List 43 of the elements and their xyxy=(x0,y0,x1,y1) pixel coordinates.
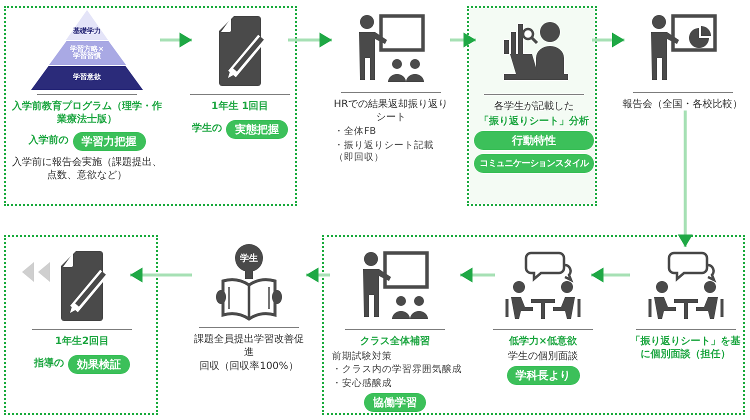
bullet-text: ・振り返りシート記載（即回収） xyxy=(333,140,435,164)
step-title: 1年生2回目 xyxy=(55,336,109,348)
arrow xyxy=(678,110,693,247)
bullet-text: ・クラス内の学習雰囲気醸成 xyxy=(331,364,462,376)
step-text: 学生の xyxy=(192,122,222,136)
step-title: 入学前教育プログラム（理学・作業療法士版） xyxy=(12,101,162,126)
arrow xyxy=(591,268,630,282)
dotted-group-frame xyxy=(4,235,158,415)
step-title: 低学力×低意欲 xyxy=(508,336,578,348)
step-title: 1年生 1回目 xyxy=(211,101,269,114)
step-text: 「振り返りシート」分析 xyxy=(479,116,589,128)
arrow xyxy=(450,32,476,48)
arrow xyxy=(460,268,495,282)
step-text: 入学前の xyxy=(28,135,68,148)
step-title: HRでの結果返却振り返りシート xyxy=(332,99,450,124)
bullet-text: ・安心感醸成 xyxy=(331,378,393,390)
arrow xyxy=(592,32,624,48)
dotted-group-frame xyxy=(322,235,745,415)
bullet-text: 前期試験対策 xyxy=(331,350,393,362)
tag-pill: 学習力把握 xyxy=(72,132,146,151)
tag-pill: 行動特性 xyxy=(474,131,594,150)
step-text: 指導の xyxy=(34,358,64,370)
step-title: 「振り返りシート」を基に個別面談（担任） xyxy=(630,336,742,361)
bullet-text: ・全体FB xyxy=(333,126,377,138)
tag-pill: 実態把握 xyxy=(226,120,288,138)
step-text: 学生の個別面談 xyxy=(508,350,578,363)
step-text: 回収（回収率100%） xyxy=(200,361,298,374)
dotted-group-frame xyxy=(467,6,597,206)
tag-pill: 学科長より xyxy=(506,366,580,385)
tag-pill: コミュニケーションスタイル xyxy=(474,154,594,173)
arrow xyxy=(306,268,330,282)
arrow xyxy=(130,268,192,282)
step-title: 課題全員提出学習改善促進 xyxy=(193,334,305,359)
icon-caption: 学生 xyxy=(240,252,258,264)
tag-pill: 協働学習 xyxy=(364,393,426,412)
step-title: 報告会（全国・各校比較） xyxy=(622,99,742,112)
tag-pill: 効果検証 xyxy=(68,354,130,374)
arrow xyxy=(288,32,332,48)
step-text: 入学前に報告会実施（課題提出、点数、意欲など） xyxy=(12,157,162,182)
step-title: クラス全体補習 xyxy=(360,336,430,348)
step-title: 各学生が記載した xyxy=(494,101,574,114)
dotted-group-frame xyxy=(4,6,297,206)
arrow xyxy=(160,32,192,48)
